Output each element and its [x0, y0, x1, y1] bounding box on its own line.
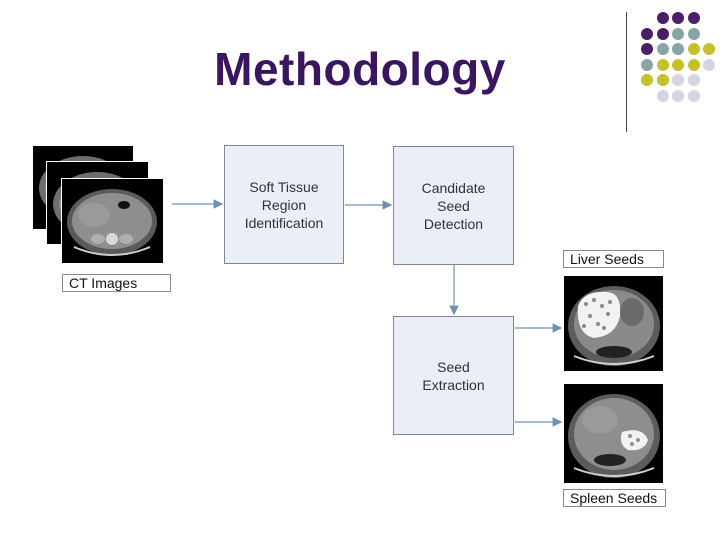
liver-seeds-image — [563, 275, 664, 372]
decorative-dot — [641, 74, 653, 86]
decorative-dot — [656, 27, 669, 40]
decorative-dot — [672, 12, 684, 24]
step-soft-tissue-region-identification: Soft Tissue Region Identification — [224, 145, 344, 264]
decorative-dot — [641, 27, 653, 40]
decorative-dot — [687, 43, 700, 55]
spleen-seeds-label: Spleen Seeds — [563, 489, 666, 507]
step-candidate-seed-detection: Candidate Seed Detection — [393, 146, 514, 265]
decorative-dot — [656, 43, 669, 55]
decorative-dot — [656, 58, 669, 71]
decorative-dot — [687, 12, 700, 24]
step-seed-extraction: Seed Extraction — [393, 316, 514, 435]
decorative-dot — [687, 89, 700, 102]
decorative-dot — [656, 12, 669, 24]
decorative-dot — [703, 43, 715, 55]
decorative-dot — [672, 43, 684, 55]
decorative-dot — [641, 43, 653, 55]
decorative-dot — [672, 27, 684, 40]
decorative-dot — [687, 74, 700, 86]
decorative-divider — [626, 12, 627, 132]
ct-scan-image — [61, 178, 164, 264]
decorative-dot — [672, 89, 684, 102]
slide-title: Methodology — [214, 43, 506, 95]
liver-seeds-label: Liver Seeds — [563, 250, 664, 268]
decorative-dot — [656, 74, 669, 86]
ct-images-label: CT Images — [62, 274, 171, 292]
decorative-dot — [672, 74, 684, 86]
decorative-dot — [687, 27, 700, 40]
decorative-dot — [672, 58, 684, 71]
decorative-dot — [656, 89, 669, 102]
decorative-dot — [641, 58, 653, 71]
spleen-seeds-image — [563, 383, 664, 484]
decorative-dot — [703, 58, 715, 71]
decorative-dot — [687, 58, 700, 71]
